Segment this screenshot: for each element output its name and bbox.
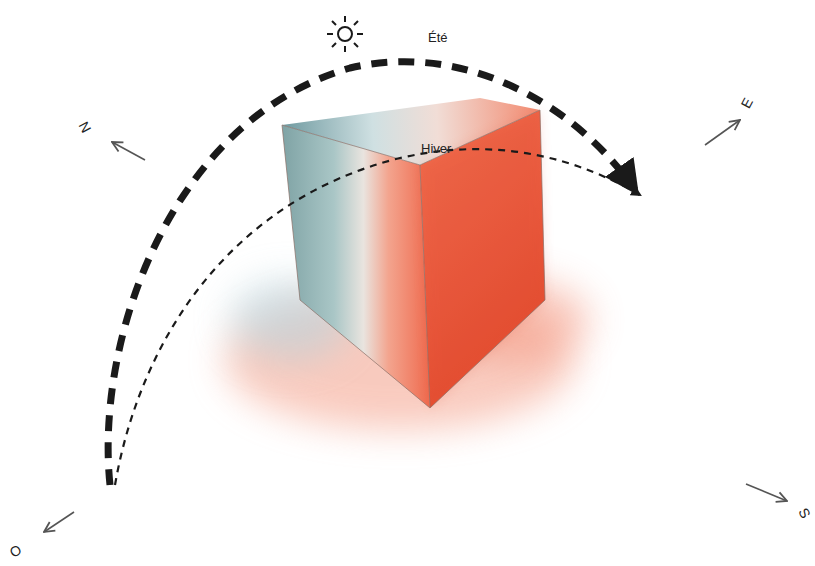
compass-label: N <box>77 119 94 135</box>
season-label: Été <box>428 31 448 44</box>
sun-symbol <box>327 16 363 52</box>
compass-label: E <box>738 96 755 111</box>
compass-label: O <box>7 542 23 560</box>
compass-label: S <box>796 506 813 521</box>
season-label: Hiver <box>421 142 451 155</box>
